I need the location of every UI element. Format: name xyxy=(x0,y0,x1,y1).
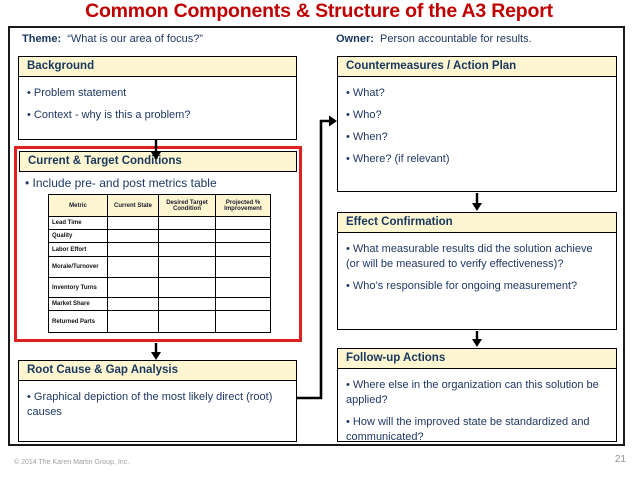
metric-name-cell: Inventory Turns xyxy=(48,277,108,298)
table-row: Market Share xyxy=(48,297,271,311)
table-row: Labor Effort xyxy=(48,242,271,257)
effect-confirmation-box-title: Effect Confirmation xyxy=(338,213,616,233)
follow-up-bullet: How will the improved state be standardi… xyxy=(346,415,608,445)
metric-name-cell: Labor Effort xyxy=(48,242,108,257)
current-target-box-title: Current & Target Conditions xyxy=(19,151,297,172)
owner-label: Owner: xyxy=(336,33,374,45)
owner-line: Owner: Person accountable for results. xyxy=(336,33,532,45)
empty-cell xyxy=(158,277,216,298)
current-target-bullet: Include pre- and post metrics table xyxy=(25,176,299,191)
background-bullet: Problem statement xyxy=(27,86,288,101)
metrics-col-header: Desired Target Condition xyxy=(158,194,216,217)
countermeasures-bullet: Who? xyxy=(346,108,608,123)
table-row: Returned Parts xyxy=(48,310,271,333)
empty-cell xyxy=(215,277,271,298)
countermeasures-box-title: Countermeasures / Action Plan xyxy=(338,57,616,77)
background-bullet: Context - why is this a problem? xyxy=(27,108,288,123)
root-cause-bullet: Graphical depiction of the most likely d… xyxy=(27,390,288,420)
root-cause-box: Root Cause & Gap Analysis Graphical depi… xyxy=(18,360,297,442)
theme-value: “What is our area of focus?” xyxy=(67,33,203,45)
metric-name-cell: Returned Parts xyxy=(48,310,108,333)
background-box-title: Background xyxy=(19,57,296,77)
effect-confirmation-bullet: What measurable results did the solution… xyxy=(346,242,608,272)
owner-value: Person accountable for results. xyxy=(380,33,532,45)
empty-cell xyxy=(158,310,216,333)
theme-line: Theme: “What is our area of focus?” xyxy=(22,33,203,45)
empty-cell xyxy=(158,229,216,243)
table-row: Inventory Turns xyxy=(48,277,271,298)
theme-label: Theme: xyxy=(22,33,62,45)
metrics-header-row: Metric Current State Desired Target Cond… xyxy=(48,194,271,217)
countermeasures-box: Countermeasures / Action Plan What? Who?… xyxy=(337,56,617,192)
follow-up-actions-box: Follow-up Actions Where else in the orga… xyxy=(337,348,617,445)
follow-up-actions-box-body: Where else in the organization can this … xyxy=(338,369,616,445)
empty-cell xyxy=(107,297,159,311)
follow-up-bullet: Where else in the organization can this … xyxy=(346,378,608,408)
current-target-conditions-box: Current & Target Conditions Include pre-… xyxy=(14,146,302,342)
table-row: Quality xyxy=(48,229,271,243)
metrics-col-header: Current State xyxy=(107,194,159,217)
empty-cell xyxy=(215,229,271,243)
empty-cell xyxy=(107,229,159,243)
metrics-table: Metric Current State Desired Target Cond… xyxy=(48,194,271,333)
page-number: 21 xyxy=(614,454,626,465)
empty-cell xyxy=(107,256,159,278)
effect-confirmation-box-body: What measurable results did the solution… xyxy=(338,233,616,294)
metric-name-cell: Lead Time xyxy=(48,216,108,230)
empty-cell xyxy=(107,310,159,333)
empty-cell xyxy=(107,216,159,230)
metrics-col-header: Metric xyxy=(48,194,108,217)
metric-name-cell: Quality xyxy=(48,229,108,243)
countermeasures-bullet: What? xyxy=(346,86,608,101)
empty-cell xyxy=(215,242,271,257)
empty-cell xyxy=(158,216,216,230)
metric-name-cell: Market Share xyxy=(48,297,108,311)
empty-cell xyxy=(158,256,216,278)
follow-up-actions-box-title: Follow-up Actions xyxy=(338,349,616,369)
empty-cell xyxy=(215,256,271,278)
background-box: Background Problem statement Context - w… xyxy=(18,56,297,140)
empty-cell xyxy=(107,242,159,257)
countermeasures-bullet: When? xyxy=(346,130,608,145)
empty-cell xyxy=(158,242,216,257)
metrics-col-header: Projected % Improvement xyxy=(215,194,271,217)
countermeasures-bullet: Where? (if relevant) xyxy=(346,152,608,167)
page-title: Common Components & Structure of the A3 … xyxy=(85,0,553,22)
table-row: Morale/Turnover xyxy=(48,256,271,278)
copyright-text: © 2014 The Karen Martin Group, Inc. xyxy=(14,459,130,466)
empty-cell xyxy=(215,216,271,230)
empty-cell xyxy=(107,277,159,298)
empty-cell xyxy=(215,310,271,333)
root-cause-box-body: Graphical depiction of the most likely d… xyxy=(19,381,296,420)
background-box-body: Problem statement Context - why is this … xyxy=(19,77,296,123)
empty-cell xyxy=(158,297,216,311)
table-row: Lead Time xyxy=(48,216,271,230)
effect-confirmation-box: Effect Confirmation What measurable resu… xyxy=(337,212,617,330)
countermeasures-box-body: What? Who? When? Where? (if relevant) xyxy=(338,77,616,167)
root-cause-box-title: Root Cause & Gap Analysis xyxy=(19,361,296,381)
effect-confirmation-bullet: Who’s responsible for ongoing measuremen… xyxy=(346,279,608,294)
metric-name-cell: Morale/Turnover xyxy=(48,256,108,278)
empty-cell xyxy=(215,297,271,311)
